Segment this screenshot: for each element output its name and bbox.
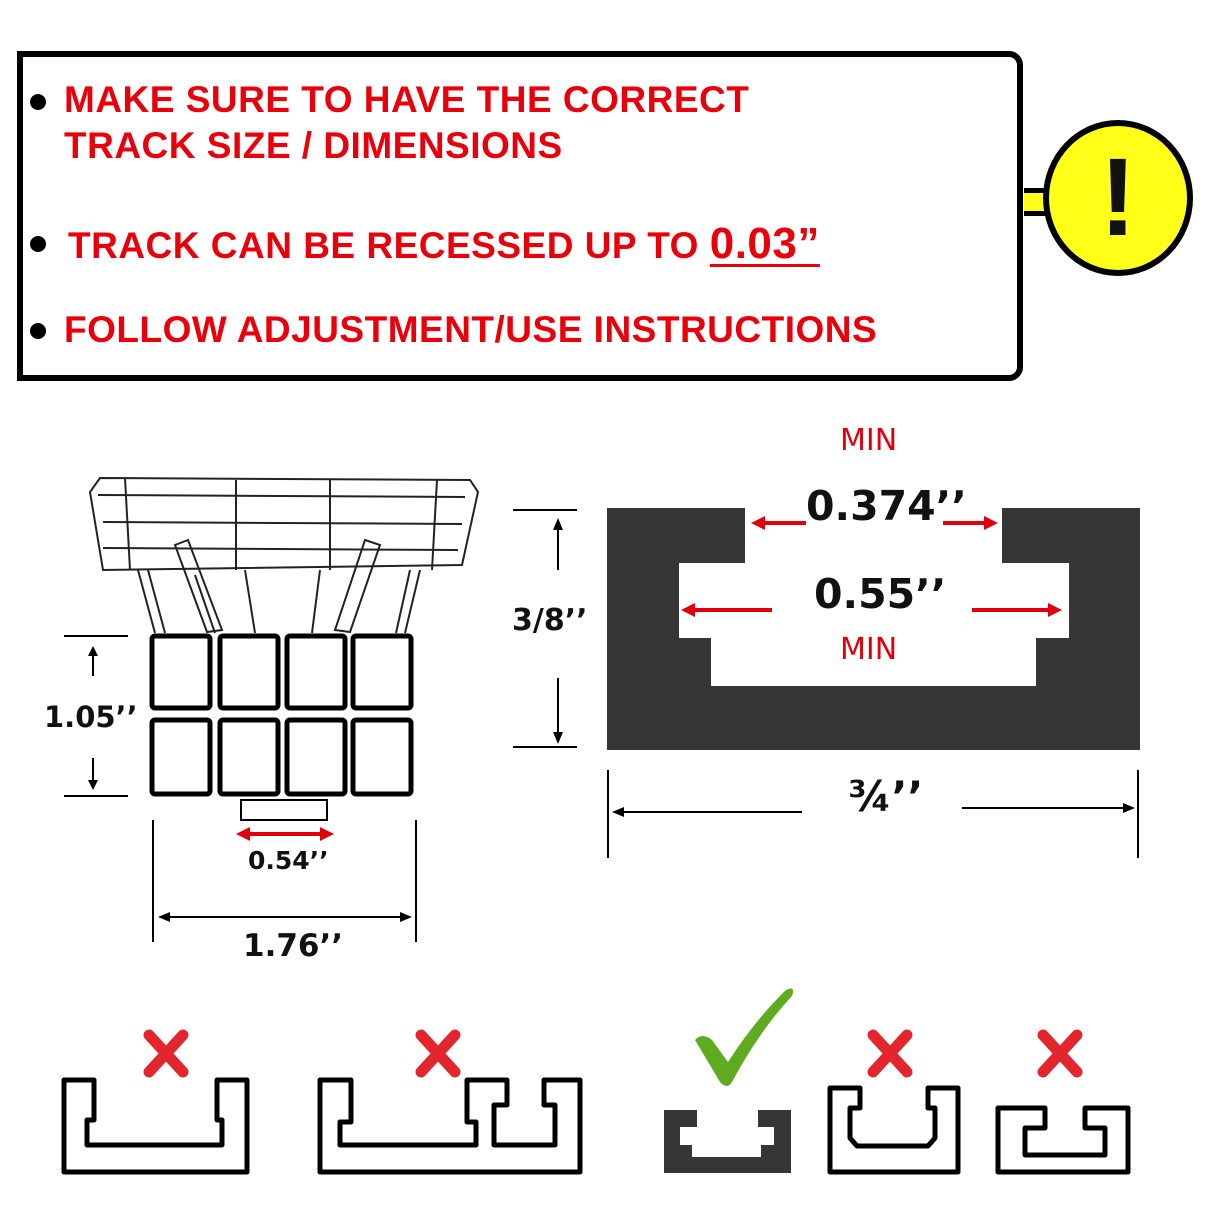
notice-line-2: TRACK CAN BE RECESSED UP TO 0.03” bbox=[68, 222, 820, 268]
track-width-label: ¾’’ bbox=[848, 772, 924, 821]
slider-total-width-label: 1.76’’ bbox=[243, 928, 344, 964]
exclamation-glyph: ! bbox=[1099, 136, 1137, 259]
x-icon bbox=[1037, 1029, 1083, 1078]
track-inner-label: 0.55’’ bbox=[814, 570, 947, 618]
slider-height-label: 1.05’’ bbox=[44, 700, 138, 734]
track-inner-min-label: MIN bbox=[840, 632, 898, 667]
recess-value: 0.03” bbox=[709, 219, 820, 268]
x-icon bbox=[415, 1029, 461, 1078]
profile-double-channel bbox=[317, 1077, 583, 1175]
track-profile bbox=[607, 508, 1140, 750]
recess-text: TRACK CAN BE RECESSED UP TO bbox=[68, 225, 710, 266]
bullet-icon bbox=[30, 94, 46, 110]
track-top-min-label: MIN bbox=[840, 423, 898, 458]
profile-wide-shallow-lip bbox=[61, 1077, 250, 1175]
track-opening-label: 0.374’’ bbox=[806, 482, 967, 530]
notice-line-1b: TRACK SIZE / DIMENSIONS bbox=[64, 125, 563, 166]
track-height-label: 3/8’’ bbox=[512, 603, 588, 638]
profile-flat-wide-lip bbox=[995, 1105, 1131, 1175]
check-icon bbox=[695, 988, 794, 1086]
notice-box bbox=[17, 51, 1023, 381]
x-icon bbox=[143, 1029, 189, 1078]
profile-correct-track bbox=[664, 1110, 791, 1173]
profile-deep-narrow bbox=[827, 1085, 961, 1175]
notice-line-1a: MAKE SURE TO HAVE THE CORRECT bbox=[64, 79, 750, 120]
bullet-icon bbox=[30, 323, 46, 339]
warning-icon: ! bbox=[1043, 120, 1193, 276]
notice-line-3: FOLLOW ADJUSTMENT/USE INSTRUCTIONS bbox=[64, 309, 878, 350]
slider-foot-width-label: 0.54’’ bbox=[248, 846, 329, 875]
x-icon bbox=[867, 1029, 913, 1078]
bullet-icon bbox=[30, 236, 46, 252]
